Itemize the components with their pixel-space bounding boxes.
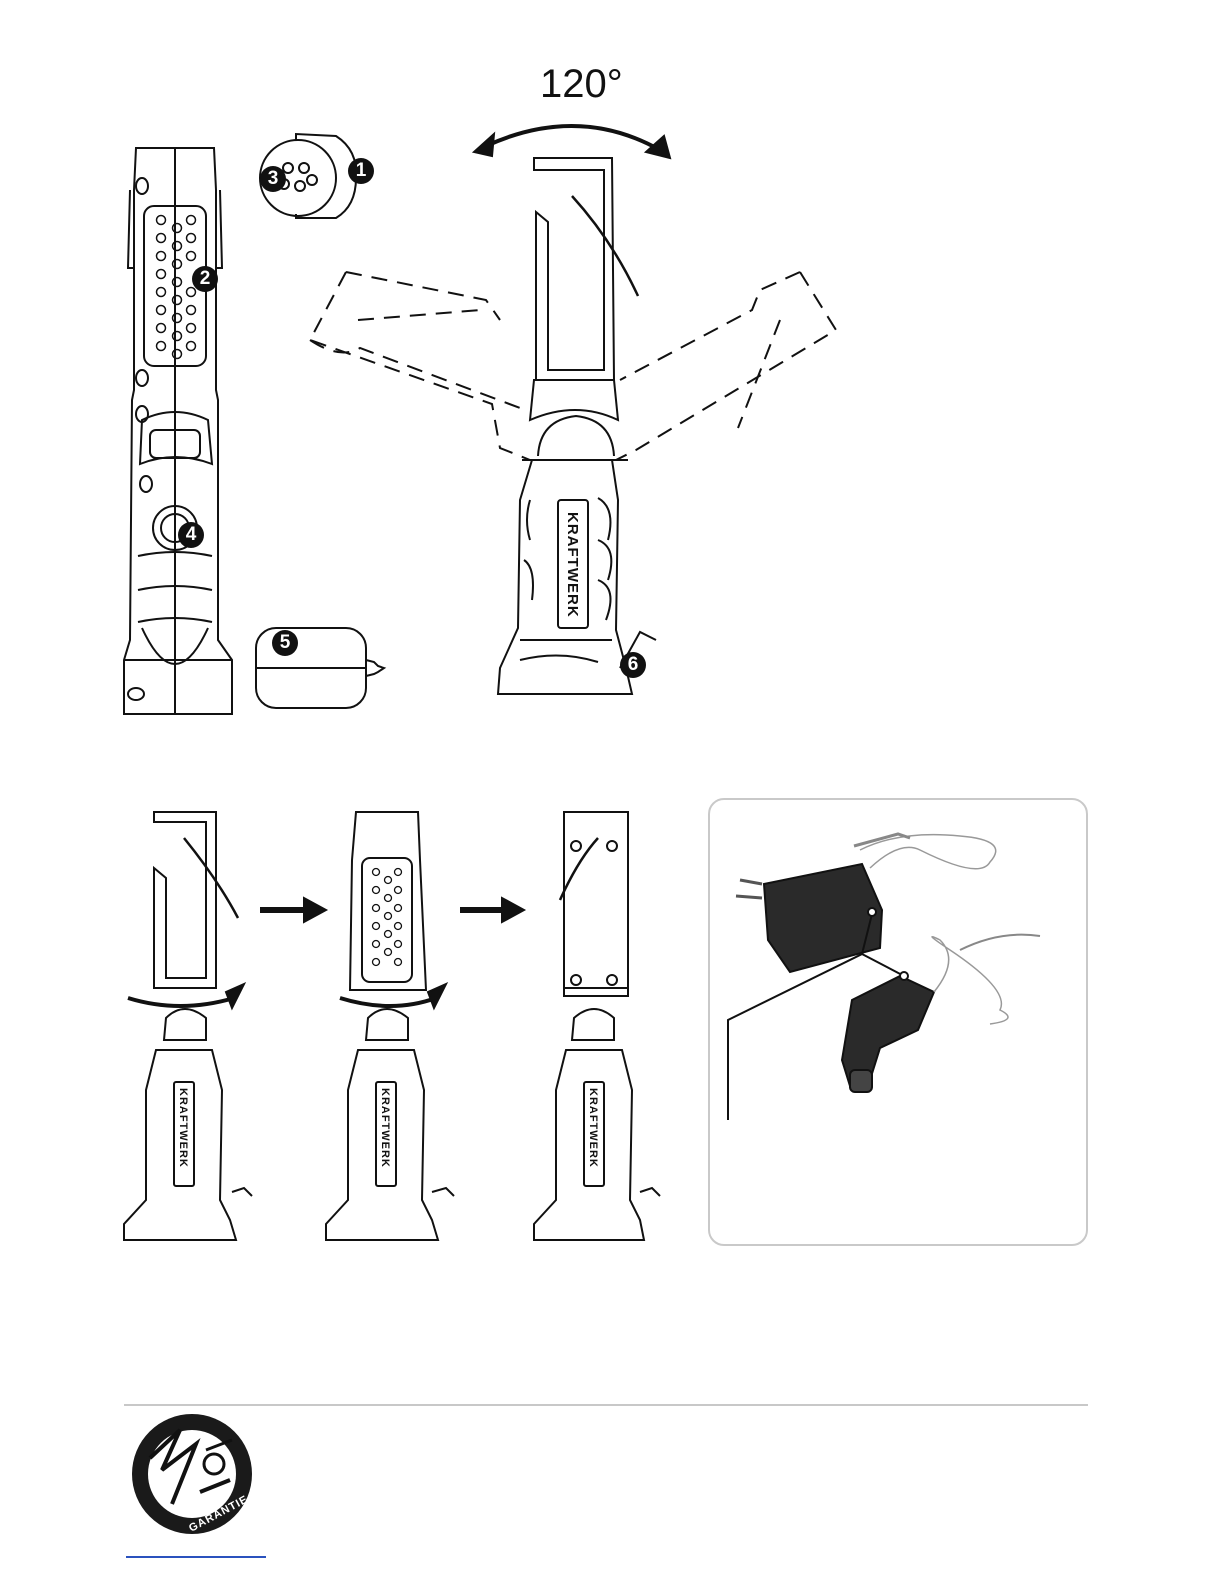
brand-label: KRAFTWERK [564, 512, 581, 618]
charger-frame [708, 798, 1088, 1246]
callout-3: 3 [260, 166, 286, 192]
brand-label: KRAFTWERK [587, 1088, 599, 1168]
callout-5: 5 [272, 630, 298, 656]
callout-1: 1 [348, 158, 374, 184]
lamp-step-1 [124, 812, 252, 1240]
callout-2: 2 [192, 266, 218, 292]
brand-label: KRAFTWERK [379, 1088, 391, 1168]
lamp-step-3 [534, 812, 660, 1240]
callout-4: 4 [178, 522, 204, 548]
garantie-logo [132, 1414, 252, 1534]
link-underline[interactable] [126, 1556, 266, 1558]
rotation-dashed-outline [310, 272, 836, 460]
lamp-step-2 [326, 812, 454, 1240]
angle-label: 120° [540, 62, 623, 107]
lamp-sequence [124, 812, 660, 1240]
callout-6: 6 [620, 652, 646, 678]
page-divider [124, 1404, 1088, 1406]
brand-label: KRAFTWERK [177, 1088, 189, 1168]
rotation-arc-arrow [486, 126, 660, 150]
